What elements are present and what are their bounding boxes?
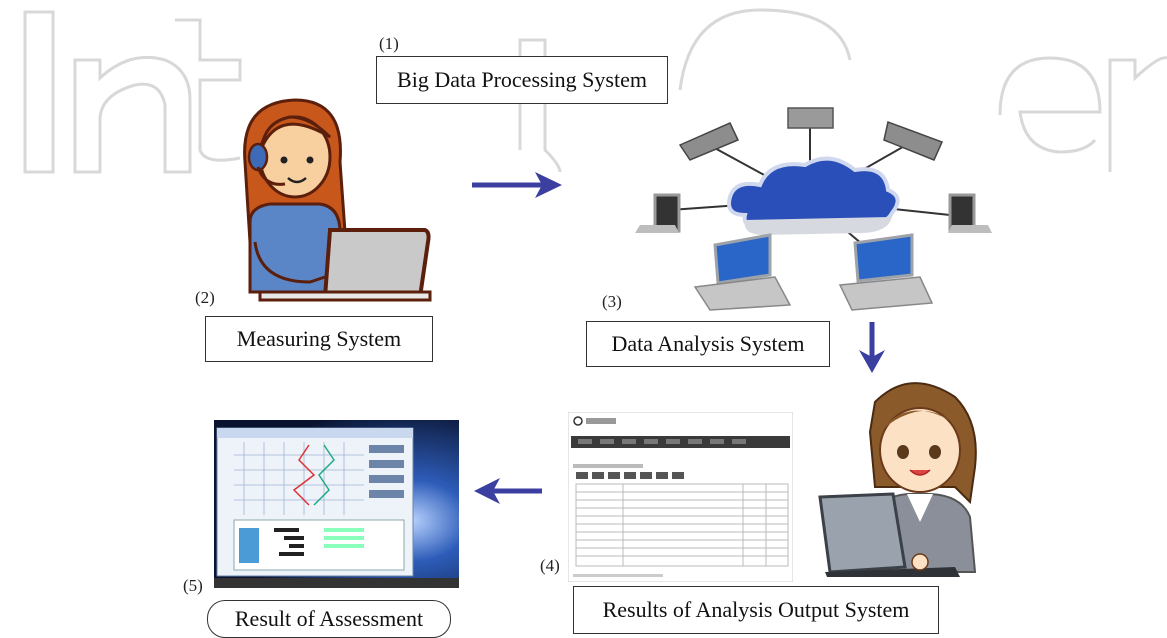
- result-of-assessment-box: Result of Assessment: [207, 600, 451, 638]
- node-3-number: (3): [602, 292, 622, 311]
- node-2-number: (2): [195, 288, 215, 307]
- arrow-right: [472, 172, 562, 198]
- results-output-system-label: Results of Analysis Output System: [602, 597, 910, 622]
- assessment-chart-screen-icon: [214, 420, 459, 588]
- node-5-number: (5): [183, 576, 203, 595]
- node-1-number: (1): [379, 34, 399, 53]
- measuring-system-label: Measuring System: [236, 326, 402, 351]
- results-output-system-box: Results of Analysis Output System: [573, 586, 939, 634]
- analysis-report-screen-icon: [568, 412, 793, 582]
- cloud-network-laptops-icon: [635, 107, 992, 311]
- data-analysis-system-label: Data Analysis System: [611, 331, 805, 356]
- arrow-down: [859, 322, 885, 373]
- data-analysis-system-box: Data Analysis System: [586, 321, 830, 367]
- result-of-assessment-label: Result of Assessment: [234, 606, 424, 631]
- measuring-system-box: Measuring System: [205, 316, 433, 362]
- big-data-processing-system-box: Big Data Processing System: [376, 56, 668, 104]
- businesswoman-at-laptop-icon: [818, 382, 977, 577]
- node-4-number: (4): [540, 556, 560, 575]
- woman-with-headset-at-laptop-icon: [243, 98, 432, 302]
- big-data-processing-system-label: Big Data Processing System: [397, 67, 647, 92]
- arrow-left: [474, 478, 542, 504]
